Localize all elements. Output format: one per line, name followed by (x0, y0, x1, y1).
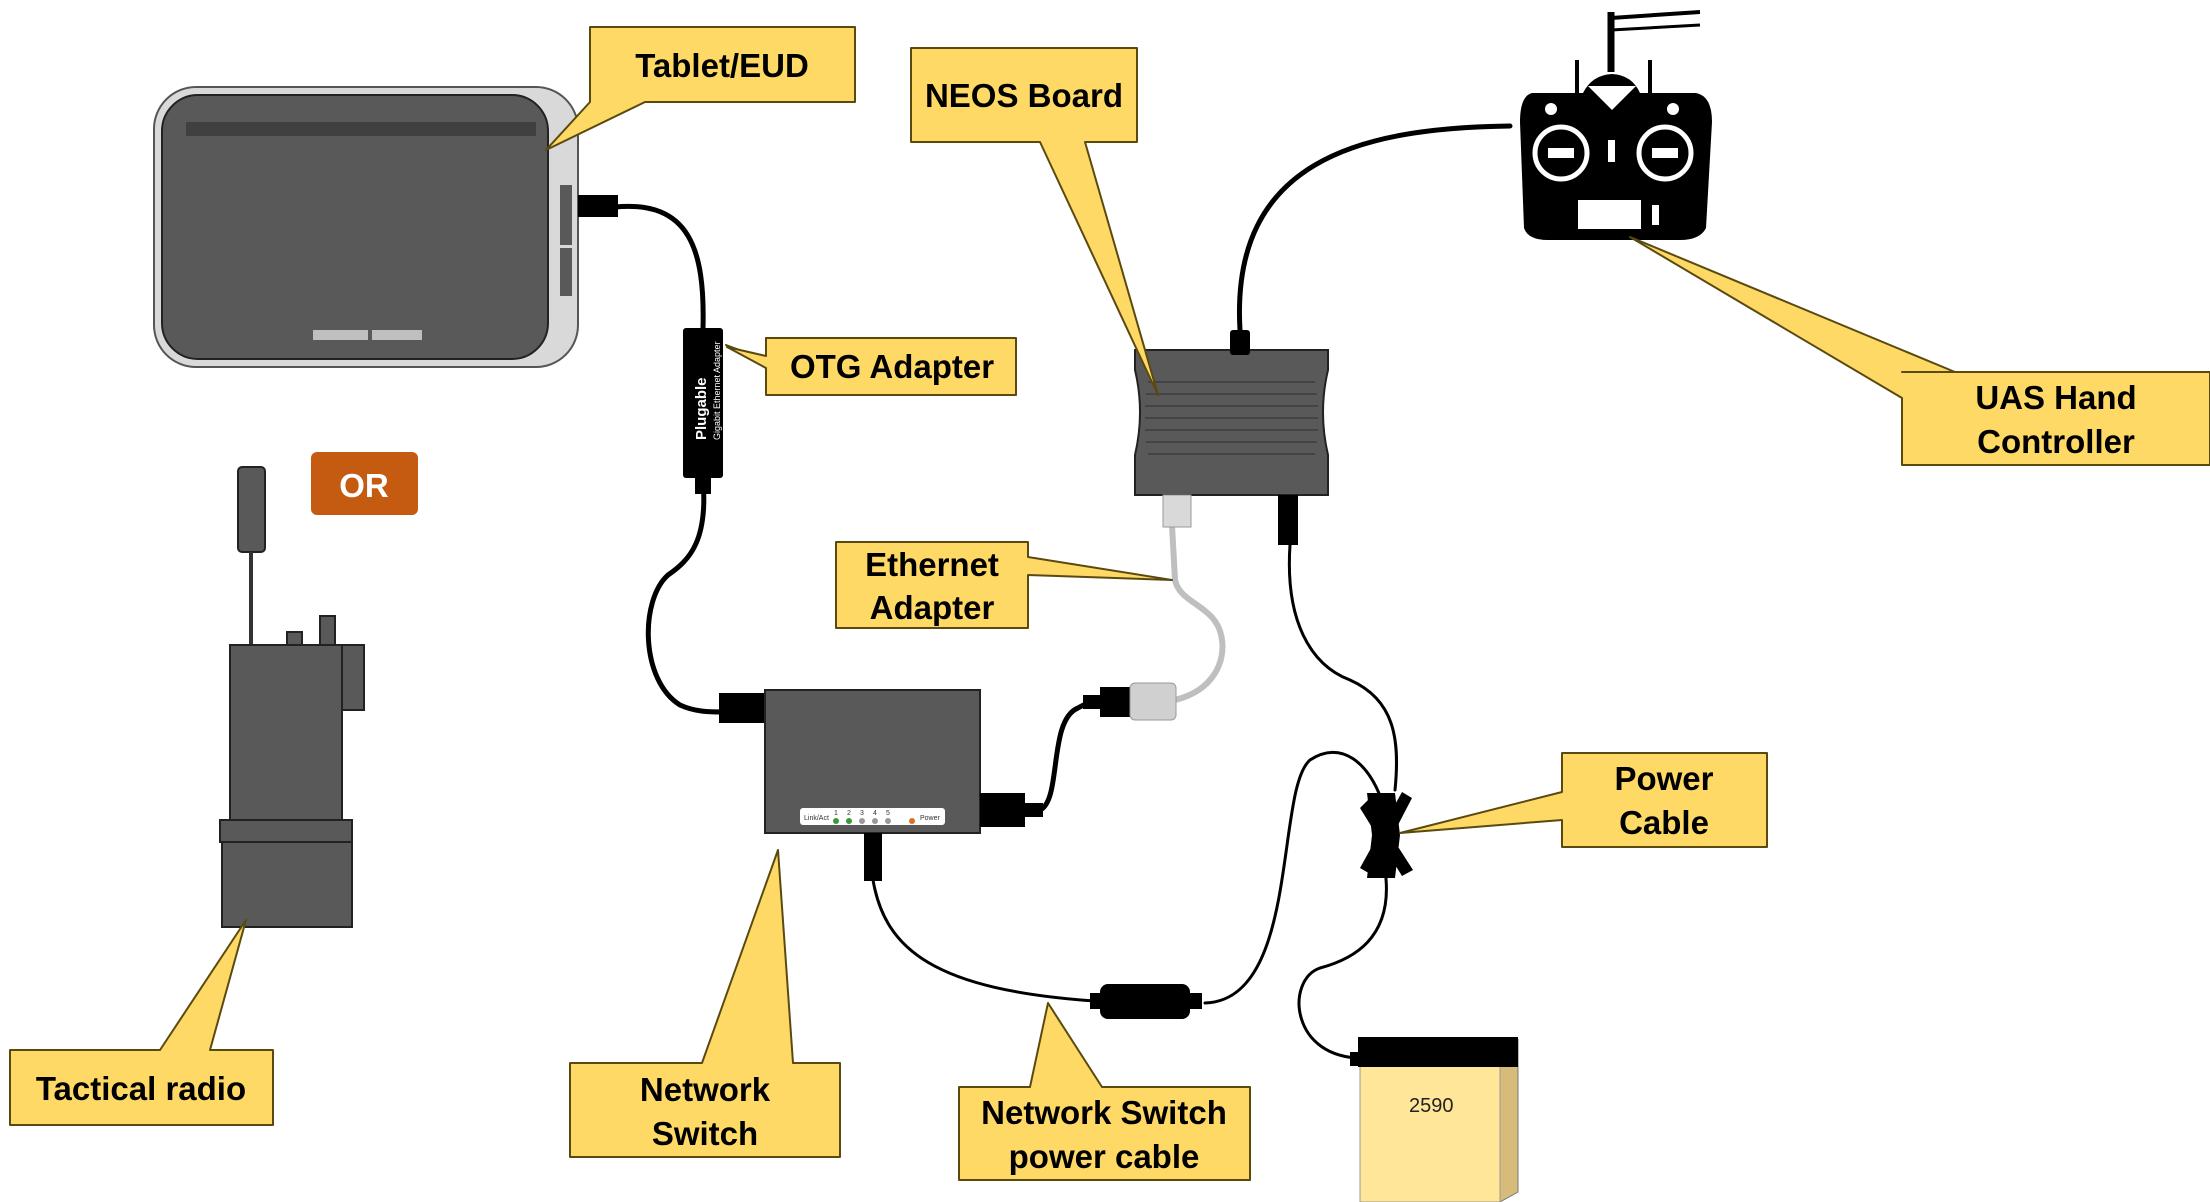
ethernet-adapter-cable (1169, 522, 1226, 703)
label-switch-power-cable-2: power cable (1009, 1138, 1200, 1175)
switch-port-number-4: 4 (873, 810, 877, 817)
tablet-device (153, 86, 618, 368)
callout-power-shape (1399, 752, 1768, 848)
battery-model-label: 2590 (1409, 1095, 1454, 1117)
callout-radio-shape (9, 919, 274, 1126)
splitter-loop-cable (1203, 750, 1387, 1005)
neos-power-cable (1287, 543, 1399, 792)
label-uas-controller-2: Controller (1977, 423, 2135, 460)
callout-otg-box (726, 337, 1017, 396)
callout-ethernet-shape (835, 541, 1173, 629)
label-network-switch-2: Switch (652, 1115, 758, 1152)
label-neos-board: NEOS Board (925, 77, 1123, 114)
label-otg-adapter: OTG Adapter (790, 348, 994, 385)
callout-switch-power-shape (958, 1002, 1251, 1181)
cables (612, 123, 1513, 1060)
ethernet-adapter-device (1083, 682, 1177, 721)
switch-power-inline-block (1090, 984, 1202, 1019)
otg-to-switch-cable (645, 477, 725, 715)
label-tablet: Tablet/EUD (635, 47, 809, 84)
switch-port-number-5: 5 (886, 810, 890, 817)
otg-brand-name: Plugable (693, 377, 710, 440)
switch-to-ethernet-cable (1037, 699, 1095, 813)
callout-tablet-shape (545, 26, 856, 151)
neos-board-device (1134, 330, 1329, 545)
or-badge-text: OR (339, 467, 389, 504)
otg-brand-subtitle: Gigabit Ethernet Adapter (712, 341, 722, 440)
battery-cable (1297, 868, 1388, 1060)
battery-device: 2590 (1350, 1037, 1519, 1202)
callout-uas-shape (1629, 236, 2210, 466)
label-network-switch-1: Network (640, 1071, 771, 1108)
label-uas-controller-1: UAS Hand (1975, 379, 2136, 416)
switch-power-label: Power (920, 815, 941, 822)
power-splitter (1360, 792, 1413, 878)
switch-port-number-3: 3 (860, 810, 864, 817)
uas-controller-device (1520, 10, 1712, 240)
callouts (9, 26, 2210, 1181)
tablet-usb-cable (612, 203, 706, 331)
switch-port-number-1: 1 (834, 810, 838, 817)
label-switch-power-cable-1: Network Switch (981, 1094, 1227, 1131)
switch-port-number-2: 2 (847, 810, 851, 817)
callout-neos-shape (910, 47, 1159, 396)
label-power-cable-2: Cable (1619, 804, 1709, 841)
label-power-cable-1: Power (1614, 760, 1713, 797)
switch-link-label: Link/Act (804, 815, 829, 822)
label-tactical-radio: Tactical radio (36, 1070, 246, 1107)
callout-network-switch-shape (569, 849, 841, 1158)
or-badge: OR (311, 452, 418, 515)
label-ethernet-adapter-2: Adapter (870, 589, 995, 626)
switch-power-cable (871, 878, 1097, 1003)
otg-adapter-device: Plugable Gigabit Ethernet Adapter (683, 328, 723, 494)
network-switch-device: Link/Act 1 2 3 4 5 Power (719, 689, 1043, 881)
label-ethernet-adapter-1: Ethernet (865, 546, 999, 583)
tactical-radio-device (219, 466, 365, 928)
controller-cable (1236, 123, 1513, 333)
